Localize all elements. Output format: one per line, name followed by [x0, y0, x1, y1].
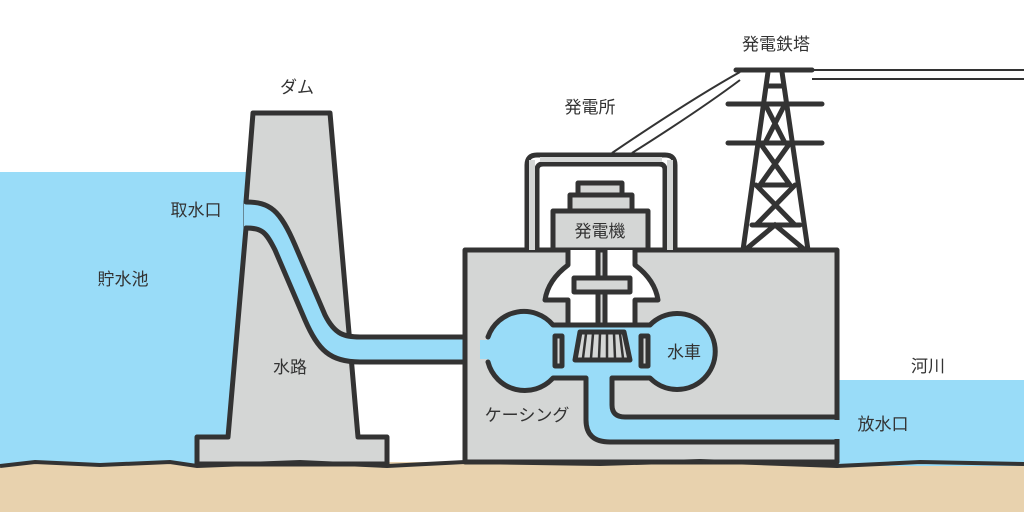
water-turbine-runner: [572, 329, 633, 363]
waterway-lower-wall: [243, 225, 493, 365]
guide-vane-left: [552, 333, 565, 369]
ground-line: [0, 458, 1024, 469]
label-power-station: 発電所: [565, 98, 616, 118]
shaft-flange: [571, 275, 633, 295]
label-water-turbine: 水車: [667, 343, 701, 363]
label-intake: 取水口: [171, 201, 222, 221]
label-reservoir: 貯水池: [98, 270, 149, 290]
label-casing: ケーシング: [485, 406, 570, 426]
ground: [0, 462, 1024, 512]
label-waterway: 水路: [273, 358, 307, 378]
transmission-tower: [725, 67, 825, 253]
generator-frame-inner: [534, 161, 668, 253]
reservoir-water: [0, 172, 250, 466]
label-generator: 発電機: [575, 222, 626, 242]
guide-vane-right: [638, 333, 651, 369]
label-outlet: 放水口: [858, 415, 909, 435]
label-transmission-tower: 発電鉄塔: [742, 35, 810, 55]
runner-blades: [581, 333, 625, 359]
generator-frame-outer: [524, 152, 678, 253]
power-lines: [611, 69, 1024, 154]
label-dam: ダム: [280, 78, 314, 98]
casing: [485, 308, 840, 445]
river-water: [836, 380, 1024, 466]
generator: [550, 208, 651, 253]
waterway-upper-wall: [243, 199, 493, 340]
label-river: 河川: [911, 357, 945, 377]
